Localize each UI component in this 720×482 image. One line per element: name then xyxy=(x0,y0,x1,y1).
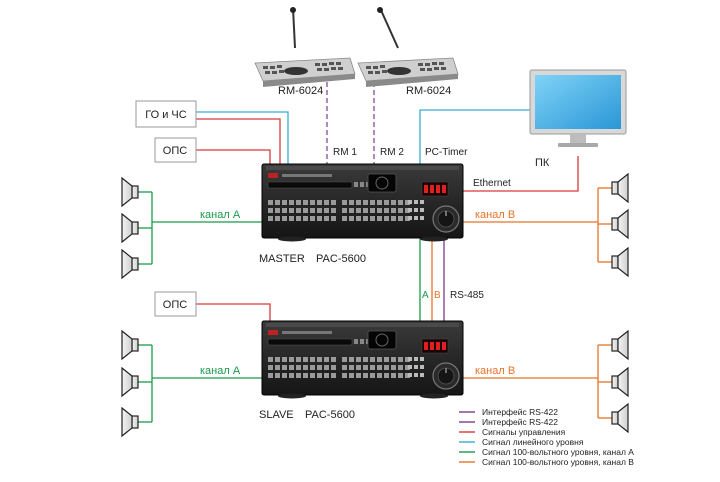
rm1-label: RM 1 xyxy=(333,147,357,158)
speaker-slave-b-3 xyxy=(611,402,629,434)
legend-label-6: Сигнал 100-вольтного уровня, канал В xyxy=(482,457,634,467)
slave-channel-a-label: канал А xyxy=(200,365,241,377)
display xyxy=(367,330,397,350)
master-pac-5600 xyxy=(261,163,464,242)
slave-channel-b-wiring xyxy=(463,344,612,419)
pc-timer-wire xyxy=(419,109,532,164)
rm-6024-console-right xyxy=(357,7,459,87)
slave-channel-b-label: канал В xyxy=(475,365,515,377)
speaker-slave-b-2 xyxy=(611,366,629,398)
go-chs-box: ГО и ЧС xyxy=(135,100,197,128)
cd-slot xyxy=(267,338,353,346)
speaker-slave-b-1 xyxy=(611,329,629,361)
display xyxy=(367,173,397,193)
speaker-master-b-2 xyxy=(611,208,629,240)
brand-logo xyxy=(268,173,278,178)
ops-master-box-label: ОПС xyxy=(163,145,187,157)
speaker-master-b-3 xyxy=(611,246,629,278)
master-channel-a-wiring xyxy=(138,191,262,265)
master-channel-b-wiring xyxy=(463,187,612,263)
go-chs-line-wire xyxy=(196,111,289,164)
speaker-master-a-3 xyxy=(121,248,139,280)
ops-slave-wire xyxy=(196,303,271,321)
cd-slot xyxy=(267,181,353,189)
ops-master-wire xyxy=(196,149,271,164)
legend-label-4: Сигнал линейного уровня xyxy=(482,437,584,447)
pc-timer-label: PC-Timer xyxy=(425,147,468,158)
go-chs-box-label: ГО и ЧС xyxy=(145,109,186,121)
console-right-label: RM-6024 xyxy=(406,85,451,97)
ops-master-box: ОПС xyxy=(154,137,197,163)
master-name: MASTER xyxy=(259,253,305,265)
legend-label-2: Интерфейс RS-422 xyxy=(482,417,558,427)
console-left-label: RM-6024 xyxy=(278,85,323,97)
legend-label-3: Сигналы управления xyxy=(482,427,566,437)
slave-channel-a-wiring xyxy=(138,344,262,423)
master-model: PAC-5600 xyxy=(316,253,366,265)
speaker-master-a-2 xyxy=(121,212,139,244)
go-chs-control-wire xyxy=(196,118,281,164)
pc-monitor xyxy=(529,69,627,147)
rm-6024-console-left xyxy=(254,7,356,87)
legend-label-1: Интерфейс RS-422 xyxy=(482,407,558,417)
slave-name: SLAVE xyxy=(259,409,294,421)
led-display xyxy=(421,181,449,197)
ethernet-label: Ethernet xyxy=(473,178,511,189)
speaker-slave-a-3 xyxy=(121,406,139,438)
rm2-label: RM 2 xyxy=(380,147,404,158)
led-display xyxy=(421,338,449,354)
ethernet-wire xyxy=(463,156,579,192)
speaker-master-a-1 xyxy=(121,176,139,208)
pc-label: ПК xyxy=(535,157,550,169)
speaker-slave-a-2 xyxy=(121,366,139,398)
ops-slave-box: ОПС xyxy=(154,291,197,317)
bus-b-label: B xyxy=(434,290,441,301)
rs485-label: RS-485 xyxy=(450,290,484,301)
speaker-slave-a-1 xyxy=(121,329,139,361)
slave-pac-5600 xyxy=(261,320,464,399)
legend-label-5: Сигнал 100-вольтного уровня, канал А xyxy=(482,447,634,457)
master-channel-b-label: канал В xyxy=(475,209,515,221)
master-channel-a-label: канал А xyxy=(200,209,241,221)
speakers xyxy=(121,172,629,438)
speaker-master-b-1 xyxy=(611,172,629,204)
brand-logo xyxy=(268,330,278,335)
slave-model: PAC-5600 xyxy=(305,409,355,421)
bus-a-label: A xyxy=(422,290,429,301)
ops-slave-box-label: ОПС xyxy=(163,299,187,311)
